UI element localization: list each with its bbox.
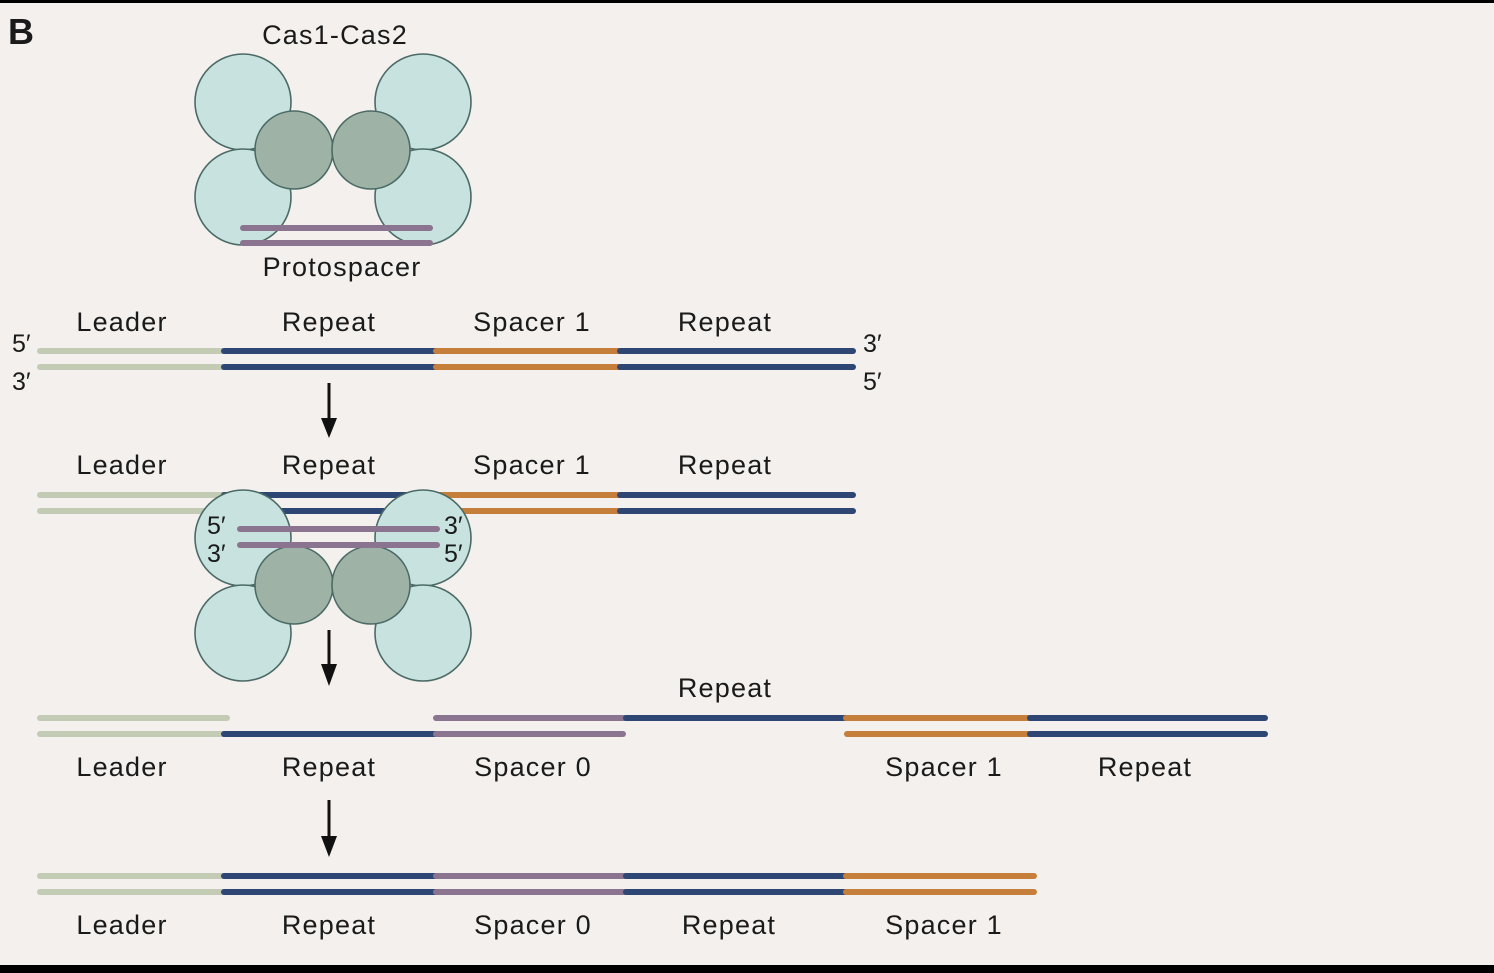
- spacer-1-label: Spacer 1: [473, 307, 591, 337]
- complex-label: Cas1-Cas2: [262, 20, 408, 50]
- cas1-cas2-complex-bound: [194, 489, 472, 682]
- cas2-subunit: [254, 110, 334, 190]
- spacer-1-label: Spacer 1: [885, 752, 1003, 782]
- leader-label: Leader: [76, 910, 167, 940]
- spacer-1-label: Spacer 1: [473, 450, 591, 480]
- leader-label: Leader: [76, 307, 167, 337]
- three-prime-end-label: 3′: [863, 330, 882, 358]
- five-prime-end-label: 5′: [863, 368, 882, 396]
- cas2-subunits: [254, 545, 411, 625]
- protospacer-dna: [240, 225, 433, 246]
- cas2-subunits: [254, 110, 411, 190]
- step3-labels: Leader Repeat Spacer 0 Spacer 1 Repeat: [76, 752, 1192, 782]
- repeat-label: Repeat: [682, 910, 776, 940]
- cas2-subunit: [331, 545, 411, 625]
- three-prime-end-label: 3′: [12, 368, 31, 396]
- step1-dna: [37, 348, 856, 370]
- down-arrow-icon: [321, 383, 337, 438]
- step4-dna: [37, 873, 1037, 895]
- protospacer-dna: [237, 526, 440, 548]
- five-prime-end-label: 5′: [207, 512, 226, 540]
- repeat-label: Repeat: [282, 307, 376, 337]
- panel-letter: B: [8, 11, 34, 52]
- five-prime-end-label: 5′: [444, 540, 463, 568]
- spacer-1-label: Spacer 1: [885, 910, 1003, 940]
- three-prime-end-label: 3′: [207, 540, 226, 568]
- step3-dna: [37, 715, 1268, 737]
- step4-labels: Leader Repeat Spacer 0 Repeat Spacer 1: [76, 910, 1003, 940]
- panel-background: [0, 3, 1494, 965]
- step2-labels: Leader Repeat Spacer 1 Repeat: [76, 450, 772, 480]
- down-arrow-icon: [321, 630, 337, 686]
- step1-labels: Leader Repeat Spacer 1 Repeat: [76, 307, 772, 337]
- protospacer-label: Protospacer: [263, 252, 422, 282]
- leader-label: Leader: [76, 752, 167, 782]
- repeat-label: Repeat: [282, 910, 376, 940]
- repeat-label: Repeat: [678, 450, 772, 480]
- cas2-subunit: [254, 545, 334, 625]
- repeat-label: Repeat: [1098, 752, 1192, 782]
- down-arrow-icon: [321, 800, 337, 857]
- cas1-cas2-complex-free: [194, 53, 472, 246]
- repeat-label: Repeat: [282, 752, 376, 782]
- repeat-label: Repeat: [678, 673, 772, 703]
- repeat-label: Repeat: [678, 307, 772, 337]
- spacer-0-label: Spacer 0: [474, 752, 592, 782]
- repeat-label: Repeat: [282, 450, 376, 480]
- spacer-0-label: Spacer 0: [474, 910, 592, 940]
- leader-label: Leader: [76, 450, 167, 480]
- three-prime-end-label: 3′: [444, 512, 463, 540]
- five-prime-end-label: 5′: [12, 330, 31, 358]
- cas2-subunit: [331, 110, 411, 190]
